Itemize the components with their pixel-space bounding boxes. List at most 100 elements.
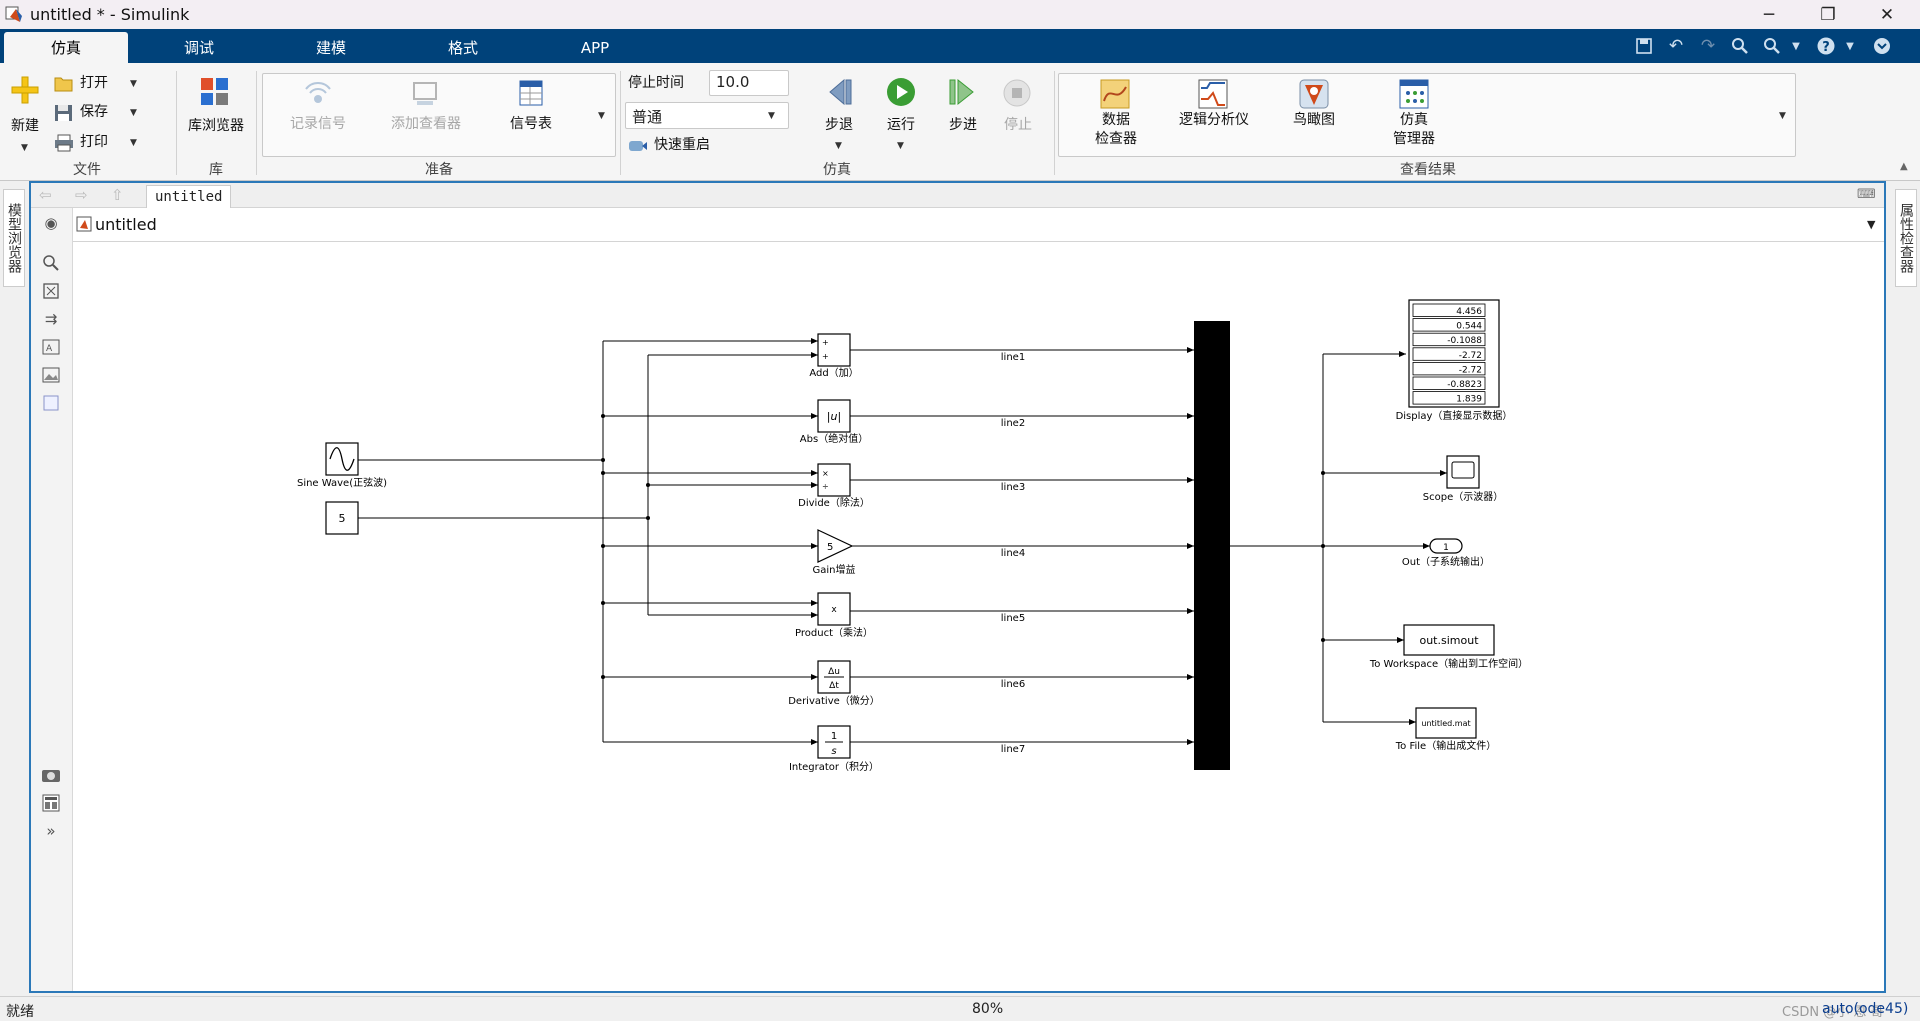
collapse-ribbon-icon[interactable]: [1870, 34, 1894, 58]
tab-format[interactable]: 格式: [447, 39, 478, 57]
window-title: untitled * - Simulink: [30, 5, 190, 24]
help-dropdown-icon[interactable]: ▼: [1846, 40, 1854, 52]
tab-simulation[interactable]: 仿真: [4, 32, 128, 63]
run-icon[interactable]: [886, 77, 916, 107]
constant-block[interactable]: 5: [325, 501, 359, 535]
logic-analyzer-icon[interactable]: [1198, 79, 1228, 109]
step-back-dropdown-icon[interactable]: ▼: [835, 141, 842, 151]
abs-block[interactable]: |u| Abs（绝对值）: [800, 399, 868, 445]
redo-icon[interactable]: ↷: [1700, 36, 1716, 56]
step-back-button[interactable]: 步退: [825, 117, 853, 133]
block-label: To Workspace（输出到工作空间）: [1369, 657, 1528, 670]
add-block[interactable]: ++ Add（加）: [809, 333, 859, 379]
run-dropdown-icon[interactable]: ▼: [897, 141, 904, 151]
zoom-level[interactable]: 80%: [972, 1001, 1004, 1017]
simulation-manager-icon[interactable]: [1399, 79, 1429, 109]
minimize-button[interactable]: ─: [1763, 4, 1775, 25]
derivative-block[interactable]: Δu Δt Derivative（微分）: [788, 660, 880, 707]
tab-apps[interactable]: APP: [580, 38, 610, 57]
display-block[interactable]: 4.4560.544-0.1088-2.72-2.72-0.88231.839 …: [1396, 299, 1513, 422]
print-button[interactable]: 打印: [80, 134, 108, 150]
simulink-logo-icon: [5, 6, 22, 22]
expand-panel-icon[interactable]: ▲: [1900, 161, 1908, 172]
simulation-manager-button[interactable]: 仿真 管理器: [1380, 111, 1448, 149]
arrow-direction-icon[interactable]: ⇉: [44, 310, 58, 328]
outport-block[interactable]: 1 Out（子系统输出）: [1402, 538, 1490, 568]
nav-back-icon[interactable]: ⇦: [39, 186, 52, 204]
svg-text:×: ×: [822, 469, 829, 478]
divide-block[interactable]: ×÷ Divide（除法）: [798, 463, 870, 509]
to-workspace-block[interactable]: out.simout To Workspace（输出到工作空间）: [1369, 624, 1528, 670]
scope-block[interactable]: Scope（示波器）: [1423, 455, 1503, 503]
sine-wave-block[interactable]: Sine Wave(正弦波): [297, 442, 387, 489]
print-dropdown-icon[interactable]: ▼: [130, 138, 137, 148]
expand-palette-icon[interactable]: »: [46, 822, 56, 840]
stop-button[interactable]: 停止: [1004, 117, 1032, 133]
results-gallery-dropdown-icon[interactable]: ▼: [1779, 111, 1786, 121]
add-viewer-button[interactable]: 添加查看器: [391, 116, 461, 132]
open-button[interactable]: 打开: [80, 75, 108, 91]
fit-to-view-icon[interactable]: [40, 280, 62, 302]
library-browser-icon[interactable]: [200, 77, 230, 107]
integrator-block[interactable]: 1 s Integrator（积分）: [789, 725, 879, 773]
run-button[interactable]: 运行: [887, 117, 915, 133]
signal-table-icon[interactable]: [518, 79, 544, 107]
screenshot-icon[interactable]: [40, 764, 62, 786]
qa-dropdown-icon[interactable]: ▼: [1792, 40, 1800, 52]
nav-forward-icon[interactable]: ⇨: [75, 186, 88, 204]
search-icon[interactable]: [1728, 34, 1752, 58]
step-forward-icon[interactable]: [948, 77, 978, 107]
new-model-button[interactable]: 新建: [11, 118, 39, 134]
to-file-block[interactable]: untitled.mat To File（输出成文件）: [1395, 707, 1496, 752]
stop-time-input[interactable]: 10.0: [709, 70, 789, 96]
keyboard-icon[interactable]: ⌨: [1857, 187, 1876, 202]
signal-table-button[interactable]: 信号表: [510, 116, 552, 132]
step-back-icon[interactable]: [824, 77, 854, 107]
data-inspector-icon[interactable]: [1100, 79, 1130, 109]
find-advanced-icon[interactable]: [1760, 34, 1784, 58]
mux-block[interactable]: [1194, 321, 1230, 770]
model-tab[interactable]: untitled: [146, 185, 232, 208]
product-block[interactable]: x Product（乘法）: [795, 592, 873, 639]
address-dropdown-icon[interactable]: ▼: [1867, 218, 1876, 231]
log-signals-button[interactable]: 记录信号: [290, 116, 346, 132]
data-inspector-button[interactable]: 数据 检查器: [1082, 111, 1150, 149]
simulation-mode-select[interactable]: 普通 ▼: [625, 102, 789, 129]
logic-analyzer-button[interactable]: 逻辑分析仪: [1179, 112, 1249, 128]
birds-eye-icon[interactable]: [1299, 79, 1329, 109]
address-bar: untitled ▼: [73, 208, 1884, 242]
new-model-icon[interactable]: [10, 75, 40, 105]
line-label: line1: [1001, 352, 1025, 363]
image-icon[interactable]: [40, 364, 62, 386]
undo-icon[interactable]: ↶: [1668, 36, 1684, 56]
prepare-gallery-dropdown-icon[interactable]: ▼: [598, 111, 605, 121]
save-quick-icon[interactable]: [1632, 34, 1656, 58]
hide-show-explorer-icon[interactable]: ◉: [44, 214, 58, 232]
help-icon[interactable]: ?: [1814, 34, 1838, 58]
new-dropdown-icon[interactable]: ▼: [21, 143, 28, 153]
model-canvas[interactable]: line1 line2 line3 line4 line5 line6 line…: [73, 242, 1884, 991]
gain-block[interactable]: 5 Gain增益: [813, 529, 856, 576]
simulation-mode-value: 普通: [632, 108, 663, 126]
restore-button[interactable]: ❐: [1820, 4, 1836, 25]
property-icon[interactable]: [40, 792, 62, 814]
library-browser-button[interactable]: 库浏览器: [188, 118, 244, 134]
tab-debug[interactable]: 调试: [183, 39, 214, 57]
step-forward-button[interactable]: 步进: [949, 117, 977, 133]
simulation-manager-label-line1: 仿真: [1400, 112, 1428, 128]
area-icon[interactable]: [40, 392, 62, 414]
tab-modeling[interactable]: 建模: [315, 39, 346, 57]
birds-eye-button[interactable]: 鸟瞰图: [1293, 112, 1335, 128]
save-button[interactable]: 保存: [80, 104, 108, 120]
open-dropdown-icon[interactable]: ▼: [130, 79, 137, 89]
zoom-icon[interactable]: [40, 252, 62, 274]
save-dropdown-icon[interactable]: ▼: [130, 108, 137, 118]
chevron-down-icon: ▼: [768, 111, 775, 121]
fast-restart-toggle[interactable]: 快速重启: [654, 137, 710, 153]
solver-link[interactable]: auto(ode45): [1822, 1001, 1909, 1017]
property-inspector-tab[interactable]: 属性检查器: [1895, 189, 1917, 287]
nav-up-icon[interactable]: ⇧: [111, 186, 124, 204]
annotation-icon[interactable]: A: [40, 336, 62, 358]
close-button[interactable]: ✕: [1879, 4, 1895, 25]
model-browser-tab[interactable]: 模型浏览器: [3, 189, 25, 287]
